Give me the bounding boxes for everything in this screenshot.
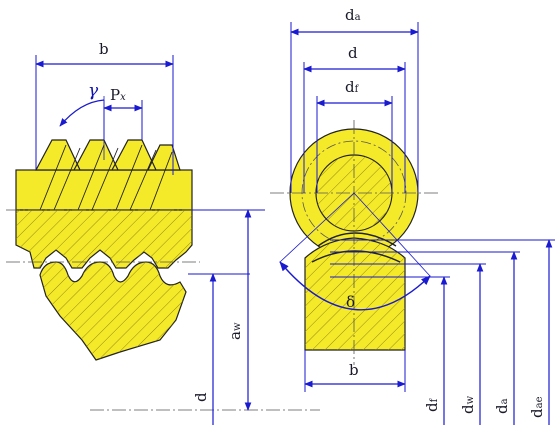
- worm-tip-diameter-dimension: da: [290, 6, 419, 193]
- worm-width-label: b: [99, 40, 109, 58]
- wheel-cross-section: da d df δ b: [270, 6, 555, 425]
- wheel-root-diameter-label: df: [423, 397, 441, 412]
- wheel-diameter-dimensions: df dw da dae: [330, 239, 555, 425]
- worm-axial-view: b Px γ aw d: [6, 40, 320, 425]
- worm-root-diameter-dimension: df: [316, 78, 393, 193]
- wheel-pitch-diameter-label: d: [192, 392, 210, 402]
- wheel-pitch-diameter-dimension: d: [188, 273, 250, 425]
- lead-angle-label: γ: [88, 81, 99, 101]
- center-distance-dimension: aw: [192, 209, 265, 411]
- worm-section: [15, 209, 193, 269]
- worm-thread-profile: [15, 139, 193, 211]
- wheel-outer-diameter-label: dae: [528, 396, 546, 418]
- axial-pitch-dimension: Px: [103, 86, 143, 140]
- face-width-label: b: [349, 361, 359, 379]
- wheel-section: [39, 261, 187, 361]
- lead-angle-dimension: γ: [59, 81, 105, 160]
- worm-width-dimension: b: [35, 40, 174, 175]
- worm-pitch-diameter-dimension: d: [303, 44, 406, 193]
- wheel-working-diameter-label: dw: [459, 395, 477, 414]
- face-angle-label: δ: [346, 293, 355, 311]
- axial-pitch-label: Px: [110, 86, 126, 104]
- wheel-tip-diameter-label: da: [493, 398, 511, 414]
- worm-center-lines: [6, 209, 320, 411]
- worm-root-diameter-label: df: [345, 78, 360, 96]
- worm-tip-diameter-label: da: [345, 6, 361, 24]
- center-distance-label: aw: [226, 322, 244, 340]
- worm-pitch-diameter-label: d: [348, 44, 358, 62]
- face-angle-dimension: δ: [279, 192, 431, 311]
- face-width-dimension: b: [304, 350, 406, 392]
